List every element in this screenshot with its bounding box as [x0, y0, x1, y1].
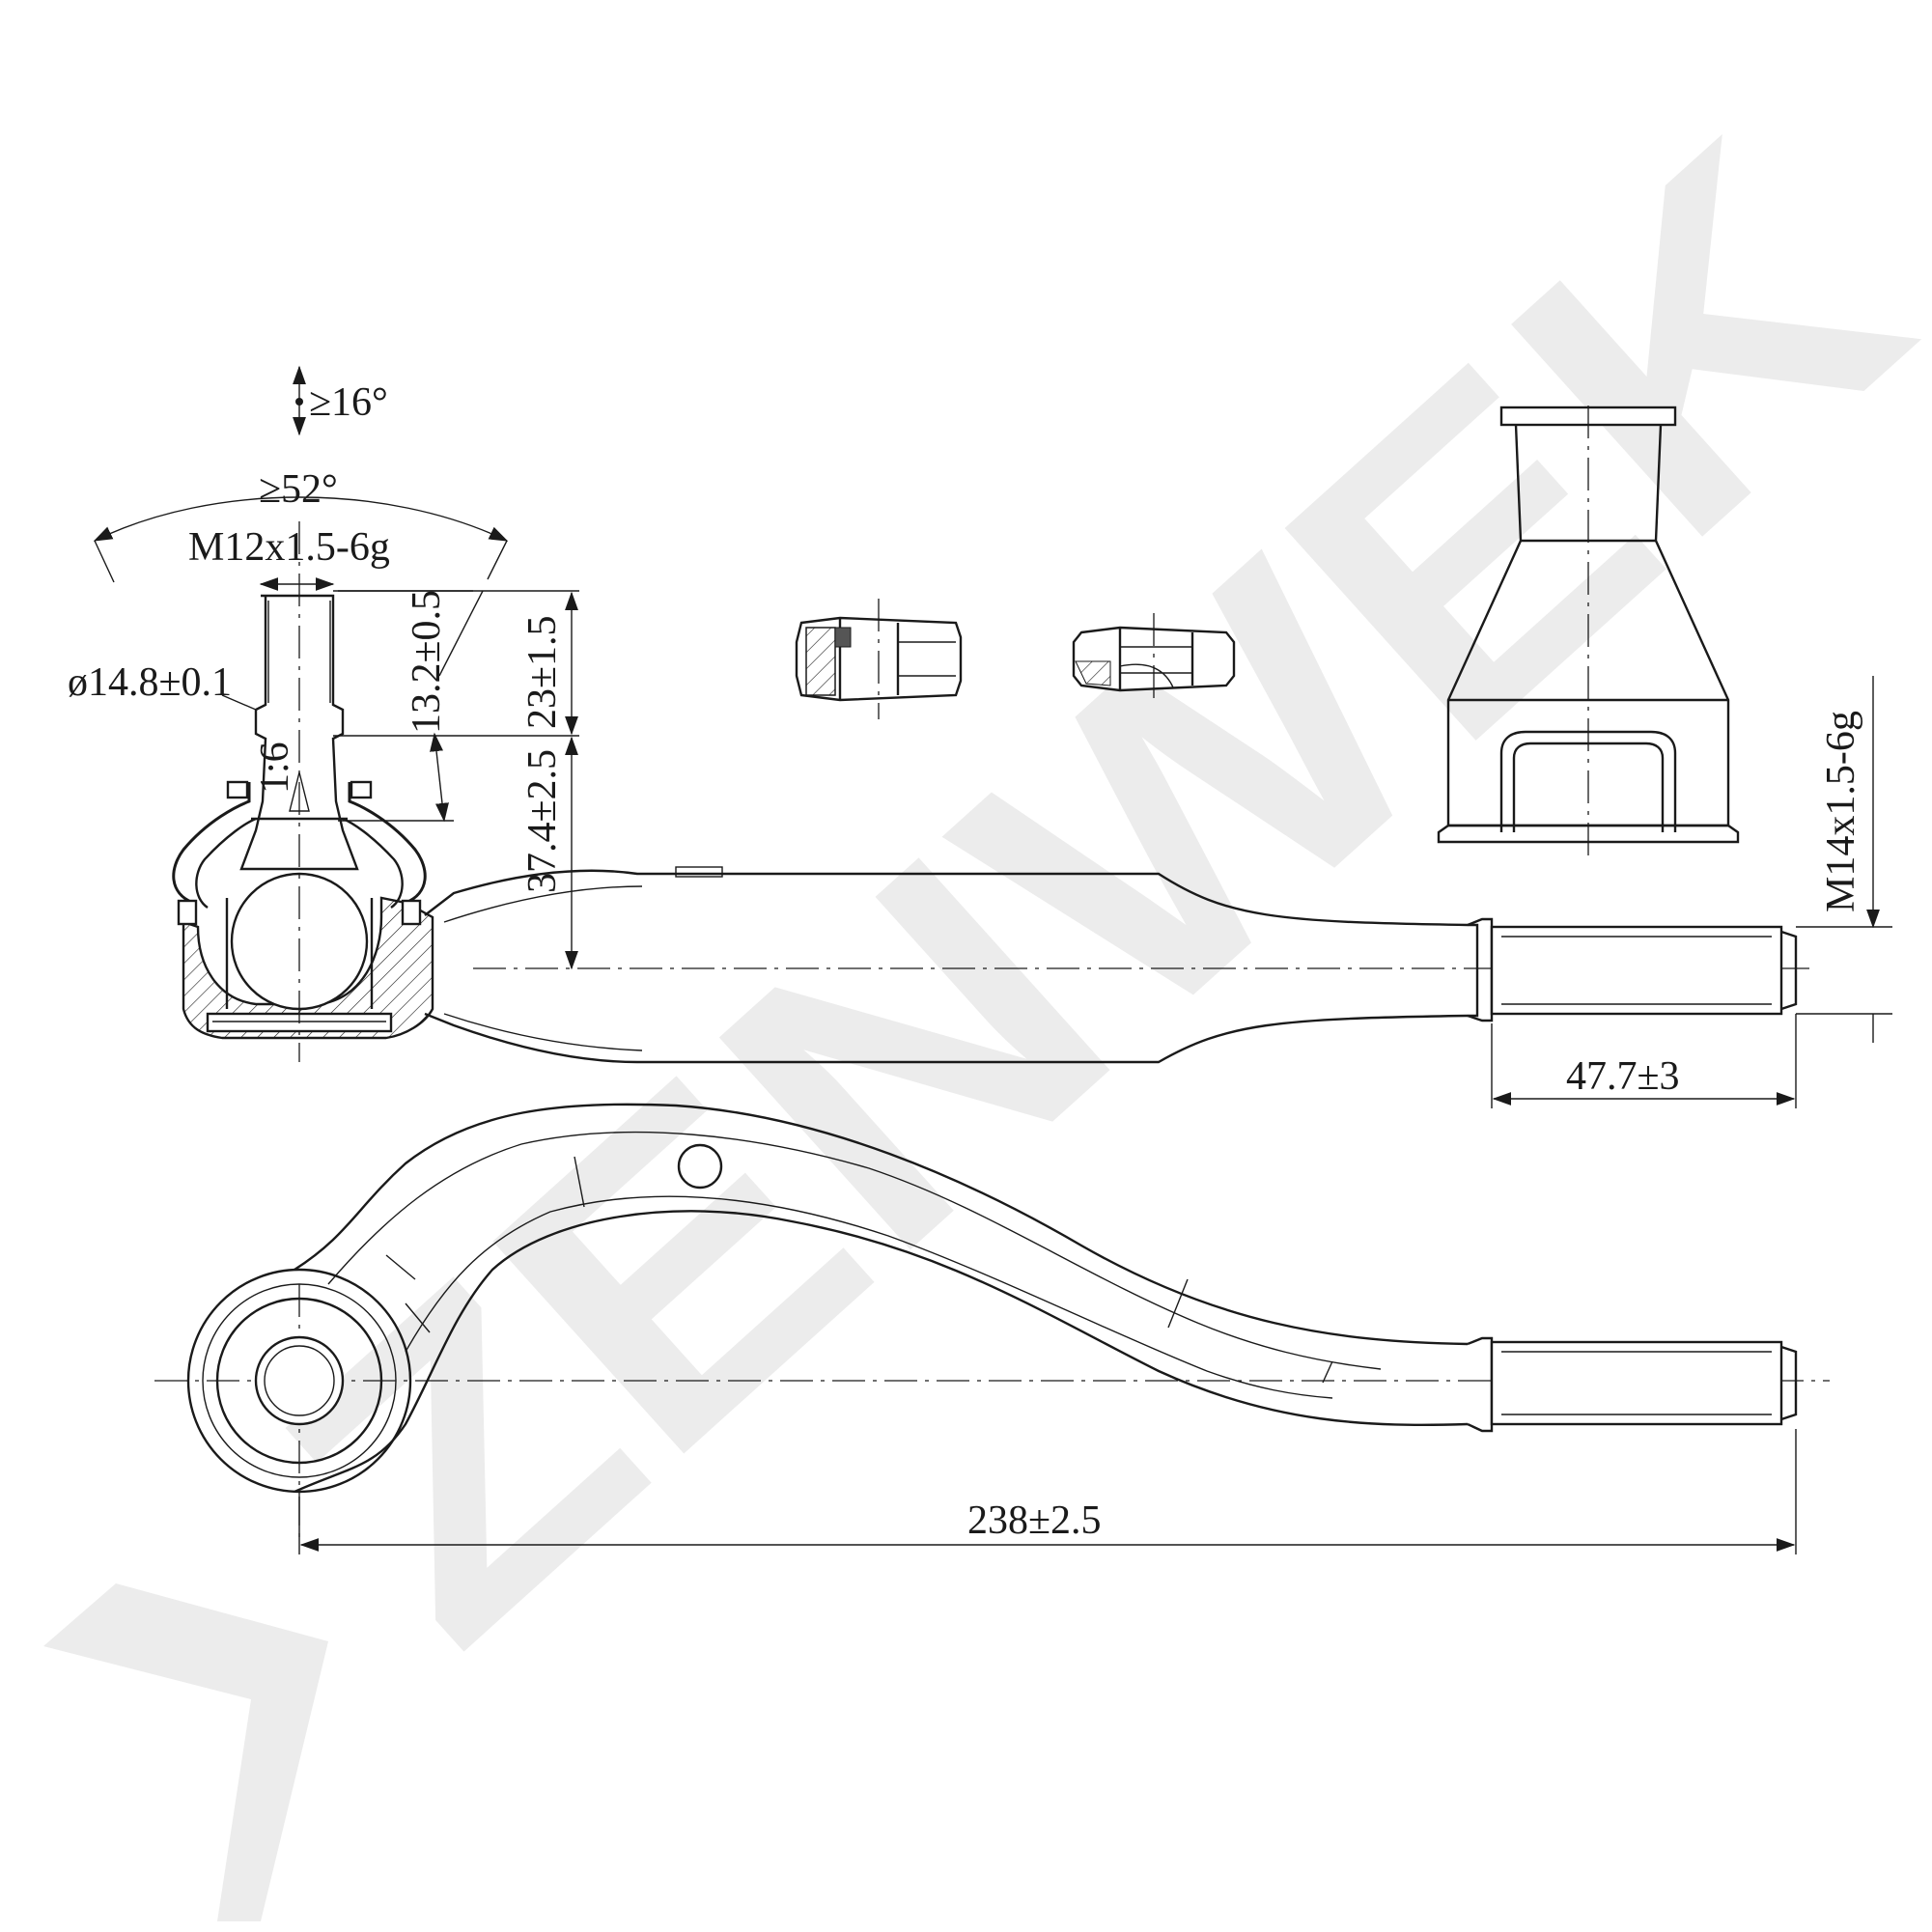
stud-offset-label: 37.4±2.5	[520, 749, 565, 893]
overall-length-label: 238±2.5	[967, 1498, 1102, 1543]
shank-thread-label: M14x1.5-6g	[1819, 711, 1863, 912]
watermark-chevron	[43, 1583, 328, 1921]
taper-label: 1:6	[253, 742, 297, 794]
protective-cap	[1437, 406, 1740, 859]
swing-angle-label: ≥52°	[259, 467, 338, 512]
dust-boot	[172, 782, 427, 905]
joint-housing	[182, 896, 434, 1040]
stud-thread-label: M12x1.5-6g	[188, 525, 390, 570]
tie-rod-side-view: ≥16° ≥52° M12x1.5-6g ø14.8±0.1 1:6 13.2±…	[68, 365, 1892, 1108]
stud-height-label: 23±1.5	[520, 615, 565, 729]
tie-rod-plan-view: 238±2.5	[154, 1103, 1830, 1554]
lock-nut	[795, 599, 963, 719]
hex-nut	[1072, 613, 1236, 705]
shank-thread-length-label: 47.7±3	[1566, 1054, 1680, 1099]
watermark-text: ZENWEK	[203, 58, 1932, 1726]
tilt-angle-label: ≥16°	[309, 380, 388, 425]
stud-diameter-label: ø14.8±0.1	[68, 660, 232, 705]
thread-length-label: 13.2±0.5	[405, 590, 449, 734]
